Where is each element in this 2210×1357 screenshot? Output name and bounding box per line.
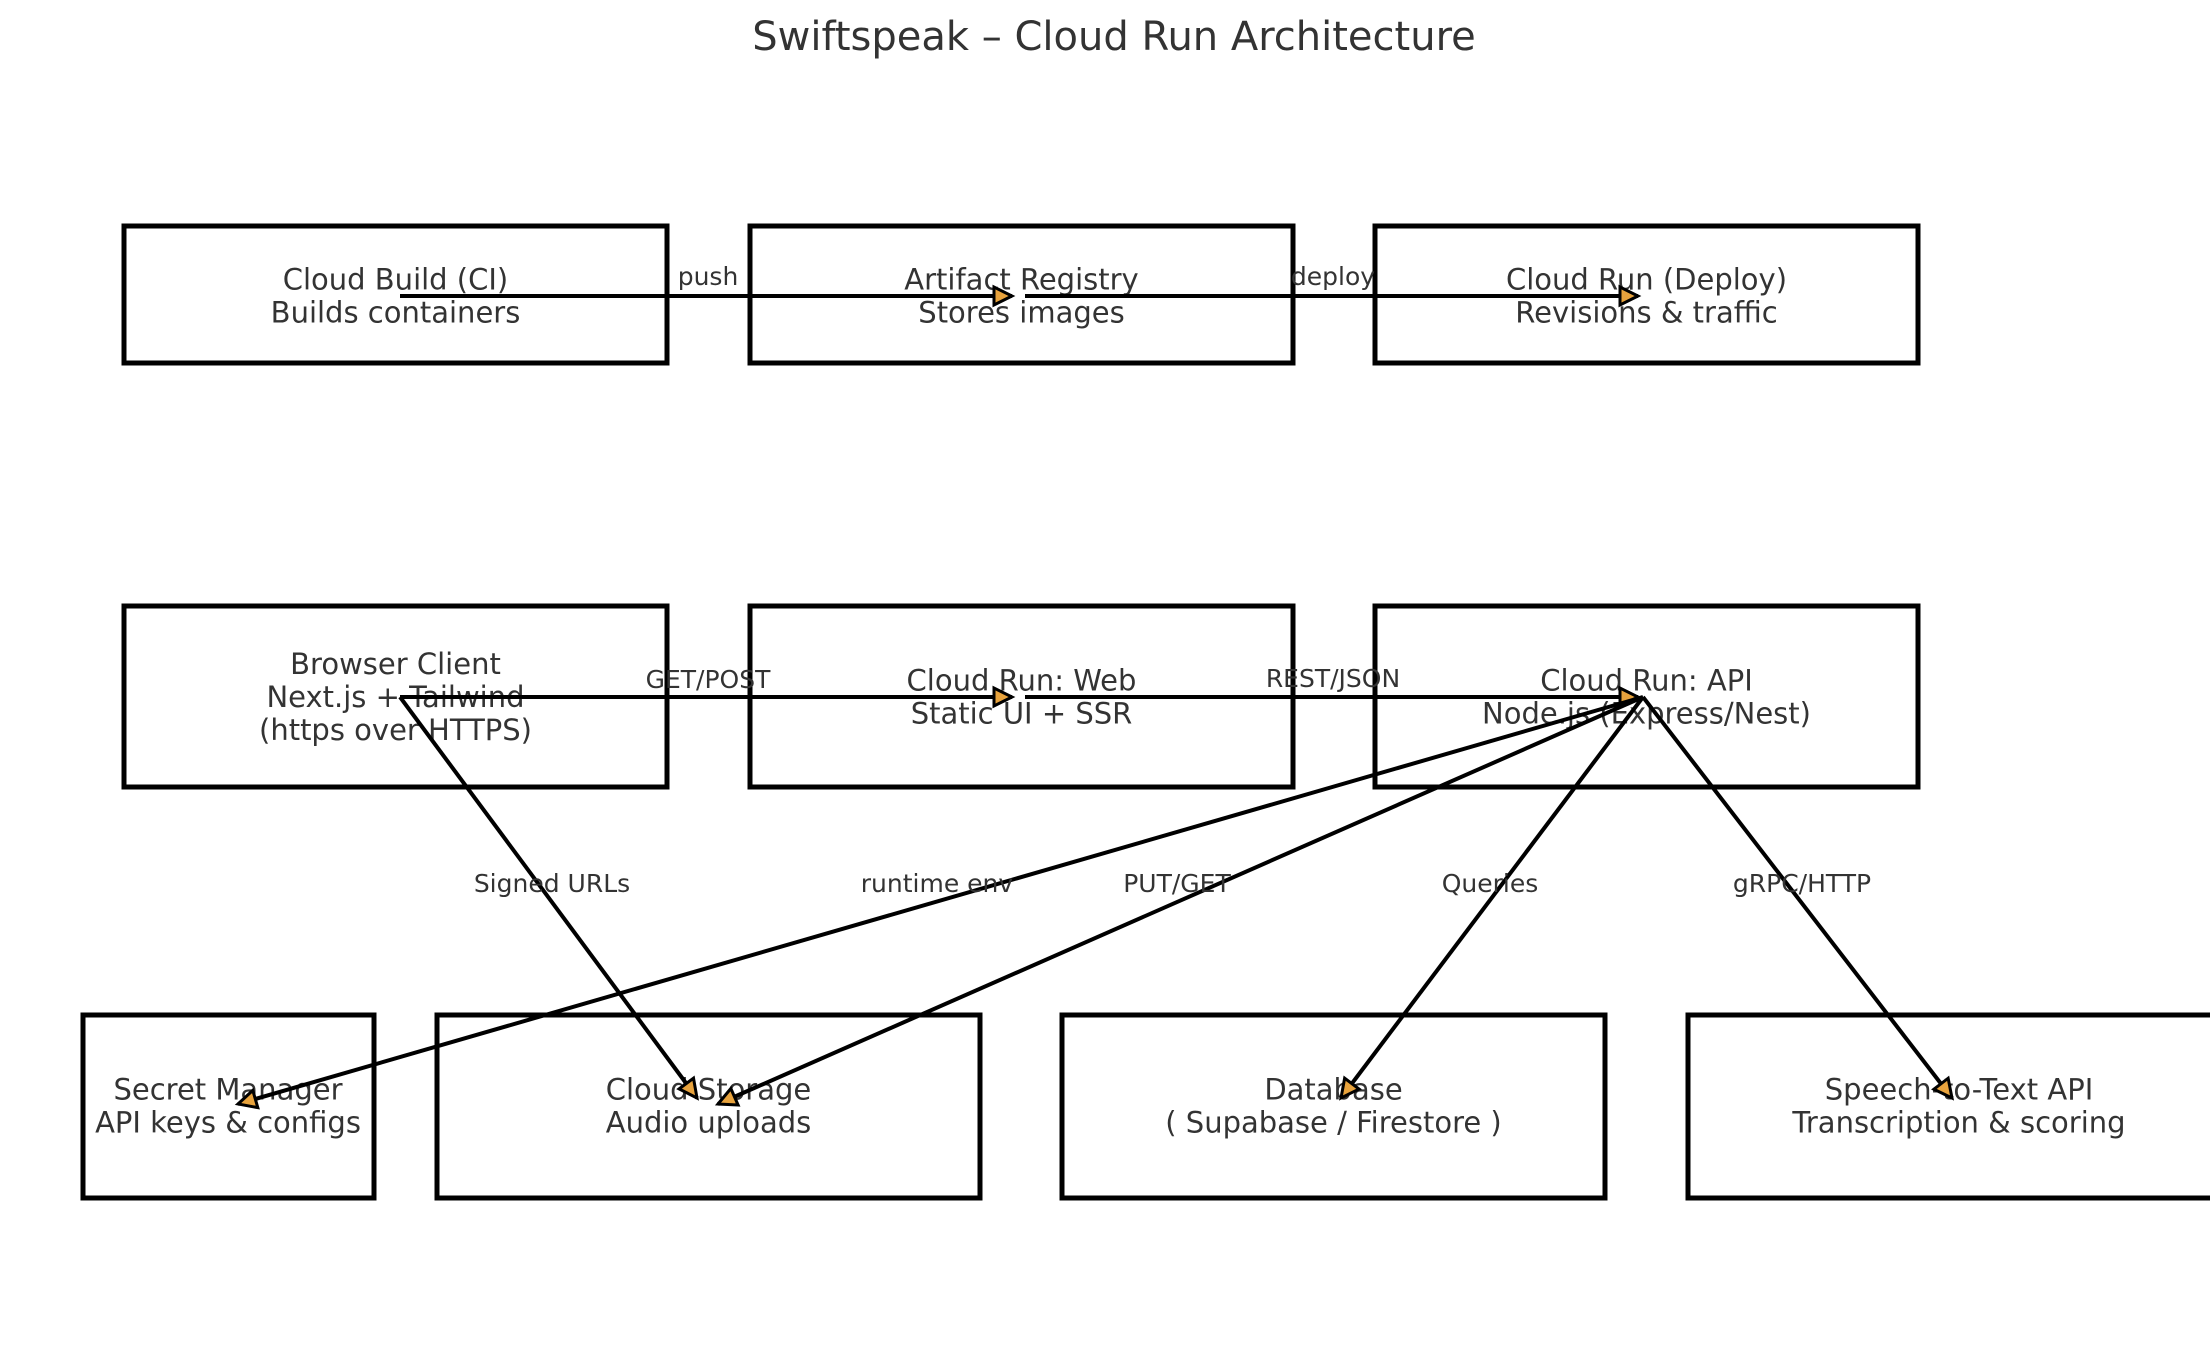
node-box [1059, 1012, 1608, 1201]
edge-label: GET/POST [646, 665, 771, 694]
edge-label: runtime env [861, 869, 1014, 898]
arrowhead-icon [1618, 284, 1642, 308]
arrowhead-icon [1931, 1075, 1955, 1101]
edge-label: push [678, 262, 739, 291]
edge-label: deploy [1291, 262, 1375, 291]
edge-label: REST/JSON [1266, 664, 1400, 693]
node-label-line: Speech-to-Text API [1825, 1073, 2094, 1107]
node-label-line: Browser Client [290, 647, 501, 681]
edge-cloud-run-api-to-speech-to-text [1641, 695, 1955, 1101]
node-label-line: Revisions & traffic [1515, 296, 1777, 330]
edge-label: Queries [1442, 869, 1539, 898]
edge-artifact-registry-to-cloud-run-deploy [1025, 284, 1642, 308]
node-label-line: Cloud Run: API [1540, 664, 1753, 698]
node-box [434, 1012, 983, 1201]
node-box [80, 1012, 377, 1201]
arrowhead-icon [1338, 1075, 1362, 1101]
node-box [1685, 1012, 2210, 1201]
node-label-line: Cloud Run (Deploy) [1506, 263, 1787, 297]
edges-layer [234, 284, 1955, 1110]
edge-cloud-run-api-to-secret-manager [234, 695, 1644, 1110]
arrowhead-icon [992, 685, 1016, 709]
node-label-line: API keys & configs [95, 1106, 361, 1140]
node-label-line: Builds containers [271, 296, 521, 330]
edge-label: gRPC/HTTP [1733, 869, 1871, 898]
edge-browser-client-to-cloud-run-web [400, 685, 1016, 709]
edge-cloud-build-to-artifact-registry [400, 284, 1016, 308]
node-label-line: Transcription & scoring [1791, 1106, 2125, 1140]
edge-label: PUT/GET [1123, 869, 1231, 898]
edge-cloud-run-api-to-cloud-storage [714, 695, 1644, 1107]
node-label-line: Database [1264, 1073, 1402, 1107]
edge-browser-client-to-cloud-storage [398, 695, 699, 1101]
arrowhead-icon [676, 1075, 699, 1101]
node-label-line: Secret Manager [113, 1073, 342, 1107]
node-label-line: Static UI + SSR [911, 697, 1133, 731]
diagram-title: Swiftspeak – Cloud Run Architecture [752, 14, 1476, 60]
edge-cloud-run-api-to-database [1338, 695, 1645, 1101]
arrowhead-icon [234, 1087, 260, 1110]
node-label-line: ( Supabase / Firestore ) [1165, 1106, 1501, 1140]
node-label-line: Artifact Registry [904, 263, 1138, 297]
edge-line [237, 695, 1644, 1106]
node-label-line: Audio uploads [606, 1106, 812, 1140]
boxes-layer: Cloud Build (CI)Builds containers Artifac… [80, 223, 2210, 1201]
arrowhead-icon [992, 284, 1016, 308]
edge-line [1339, 695, 1645, 1100]
node-label-line: Cloud Run: Web [907, 664, 1137, 698]
node-label-line: (https over HTTPS) [259, 713, 532, 747]
arrowhead-icon [714, 1085, 741, 1107]
edge-line [398, 695, 699, 1100]
node-database: Database( Supabase / Firestore ) [1059, 1012, 1608, 1201]
node-label-line: Cloud Build (CI) [283, 263, 509, 297]
edge-label: Signed URLs [474, 869, 630, 898]
edge-line [717, 695, 1644, 1106]
edge-line [1641, 695, 1954, 1100]
node-label-line: Stores images [918, 296, 1124, 330]
